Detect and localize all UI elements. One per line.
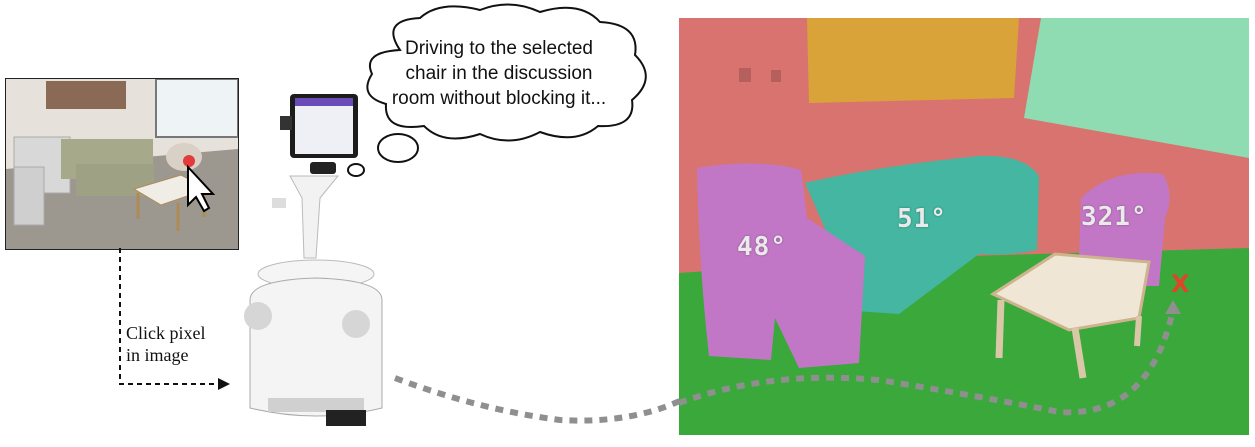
angle-label-left-chair: 48° [737, 232, 787, 262]
angle-label-right-chair: 321° [1081, 202, 1148, 232]
whiteboard-segment [1024, 18, 1249, 158]
input-photo[interactable] [5, 78, 239, 250]
robot-path [679, 309, 1176, 416]
thought-text: Driving to the selected chair in the dis… [368, 36, 630, 111]
click-connector [119, 248, 230, 390]
click-caption: Click pixel in image [126, 322, 246, 366]
table-segment [989, 252, 1151, 332]
thought-line3: room without blocking it... [391, 88, 607, 109]
segmentation-illustration [679, 18, 1249, 435]
robot-illustration [244, 94, 383, 426]
selected-point-marker [183, 155, 195, 167]
thought-line2: chair in the discussion [405, 63, 593, 84]
robot-path-outside [393, 375, 684, 424]
cursor-icon [187, 164, 216, 213]
room-photo-illustration [6, 79, 238, 249]
click-caption-line1: Click pixel [126, 323, 206, 343]
segmented-scene: 48° 51° 321° X [679, 18, 1249, 435]
goal-x-icon: X [1171, 270, 1190, 298]
board-segment [807, 18, 1019, 103]
whiteboard-image [155, 79, 238, 138]
thought-line1: Driving to the selected [405, 38, 593, 59]
arrowhead-icon [218, 378, 230, 390]
click-caption-line2: in image [126, 345, 189, 365]
angle-label-sofa: 51° [897, 204, 947, 234]
left-chair-segment [697, 163, 865, 368]
thought-bubble [347, 3, 647, 177]
wall-board-image [46, 81, 126, 109]
path-arrowhead-icon [1165, 300, 1181, 314]
